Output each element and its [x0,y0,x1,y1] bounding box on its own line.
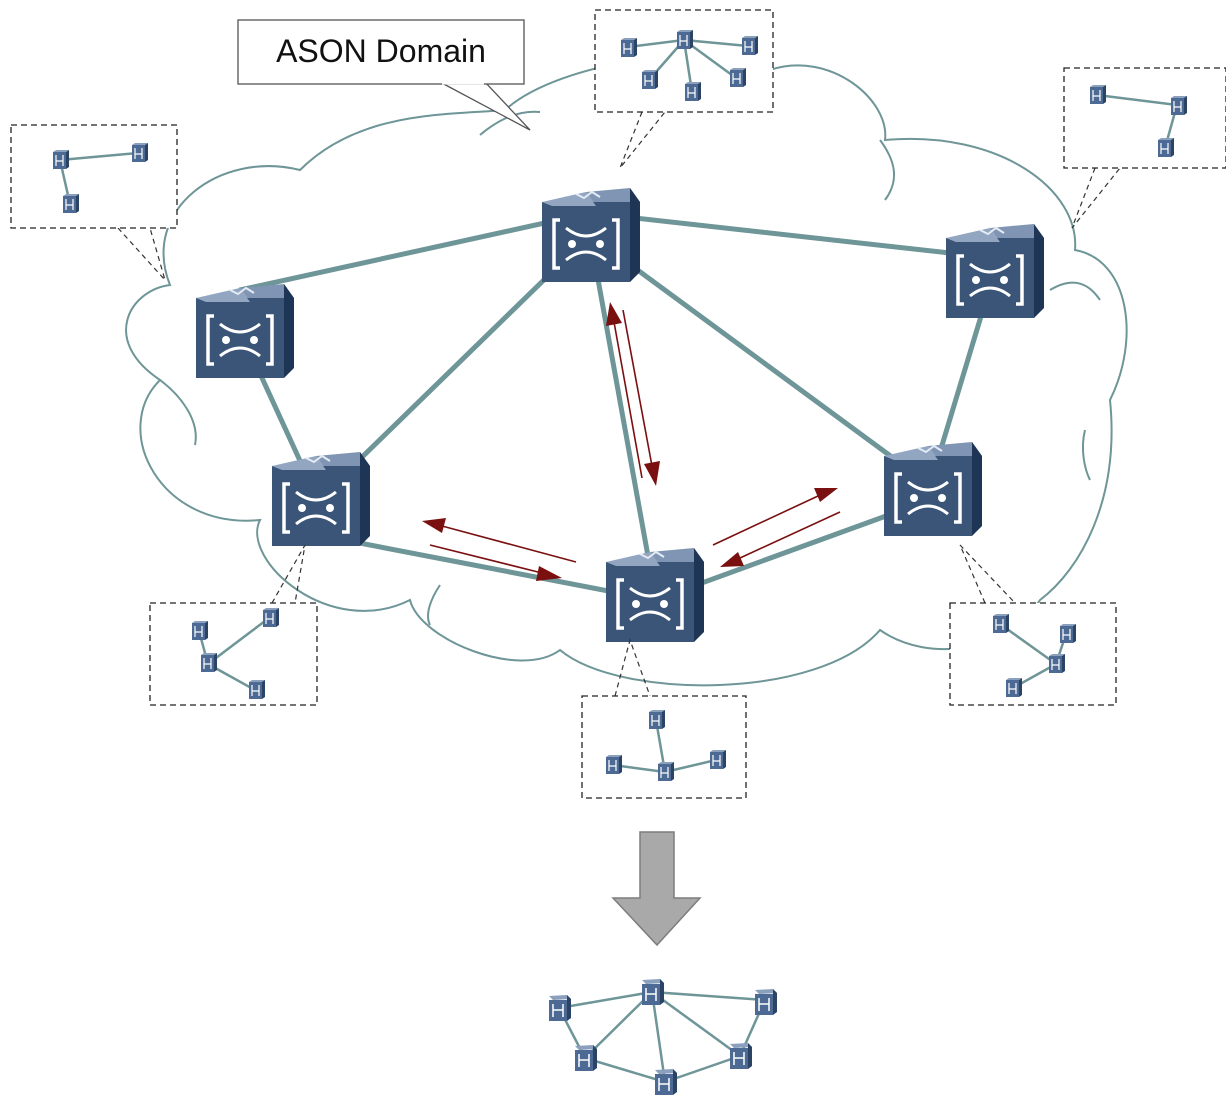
ason-domain-label: ASON Domain [276,33,486,69]
network-element-icon [729,67,747,88]
network-element-icon [1170,95,1188,116]
cloud-inner-curve [1049,281,1101,301]
leader-line [959,544,1016,604]
network-element-icon [1157,137,1175,158]
leader-line [619,111,666,169]
optical-cross-connect-icon [944,222,1046,320]
network-element-icon [574,1044,598,1072]
traffic-arrow-left [441,525,577,563]
network-element-icon [262,607,280,628]
network-element-icon [709,749,727,770]
network-element-icon [657,761,675,782]
traffic-arrows [422,302,841,581]
link-ne2-ne5 [587,232,658,598]
mini-link [58,151,140,162]
link-ne1-ne2 [237,210,593,293]
mini-link [998,622,1058,666]
network-element-icon [641,69,659,90]
network-element-icon [676,29,694,50]
network-element-icon [741,35,759,56]
ason-cloud [125,54,1128,687]
mini-link [1095,93,1179,107]
network-element-icon [62,193,80,214]
optical-cross-connect-icon [540,186,642,284]
subnetwork-2 [594,9,774,113]
network-element-icon [52,149,70,170]
subnetwork-leaders [117,111,1121,697]
network-element-icon [654,1068,678,1096]
optical-cross-connect-icon [882,440,984,538]
optical-cross-connect-icon [270,450,372,548]
mini-link [583,1056,667,1084]
network-element-icon [641,978,665,1006]
arrowhead [536,566,562,581]
traffic-arrow-down-left [739,511,841,559]
arrowhead [644,461,660,486]
network-element-icon [200,652,218,673]
network-element-icon [754,988,778,1016]
cloud-inner-curve [427,584,441,626]
mini-link [583,990,654,1060]
traffic-arrow-right [429,544,543,574]
leader-line [1071,167,1121,229]
subnetwork-1 [10,124,178,229]
mini-link [626,38,686,49]
ason-domain-callout: ASON Domain [237,19,531,131]
merged-topology [548,978,778,1096]
network-element-icon [729,1042,753,1070]
cloud-inner-curve [159,379,197,446]
leader-line [271,544,306,604]
link-ne2-ne3 [587,210,998,261]
subnetwork-box [1063,67,1226,169]
arrowhead [720,552,744,567]
subnetwork-box [949,602,1117,706]
subnetwork-6 [949,602,1117,706]
optical-cross-connect-icon [194,282,296,380]
mini-link [682,38,750,48]
network-element-icon [648,709,666,730]
leader-line [614,637,651,697]
down-arrow-icon [611,831,702,947]
subnetwork-box [10,124,178,229]
network-element-icon [548,994,572,1022]
traffic-arrow-up [613,321,643,479]
network-element-icon [248,679,266,700]
traffic-arrow-up-right [712,495,819,546]
optical-cross-connect-icon [604,546,706,644]
network-element-icon [191,620,209,641]
subnetwork-5 [581,695,747,799]
network-element-icon [620,37,638,58]
subnetwork-3 [1063,67,1226,169]
cloud-inner-curve [879,139,896,201]
cloud-inner-curve [1081,429,1091,481]
network-element-icon [1048,653,1066,674]
subnetwork-4 [149,602,318,706]
arrowhead [606,302,622,326]
subnetwork-box [594,9,774,113]
mini-link [663,1054,742,1084]
network-element-icon [131,142,149,163]
arrowhead [422,518,446,533]
subnetwork-box [149,602,318,706]
link-ne2-ne6 [587,232,933,488]
traffic-arrow-down [622,309,653,467]
network-element-icon [1089,84,1107,105]
mini-link [206,616,271,666]
link-ne4-ne5 [315,532,658,603]
mini-link [650,990,667,1084]
network-element-icon [992,613,1010,634]
network-element-icon [605,754,623,775]
arrowhead [814,488,838,502]
leader-line [117,227,166,281]
network-element-icon [1059,623,1077,644]
network-element-icon [1005,677,1023,698]
mini-link [650,990,767,1002]
network-element-icon [684,81,702,102]
mini-link [557,990,654,1010]
mini-link [650,990,742,1058]
